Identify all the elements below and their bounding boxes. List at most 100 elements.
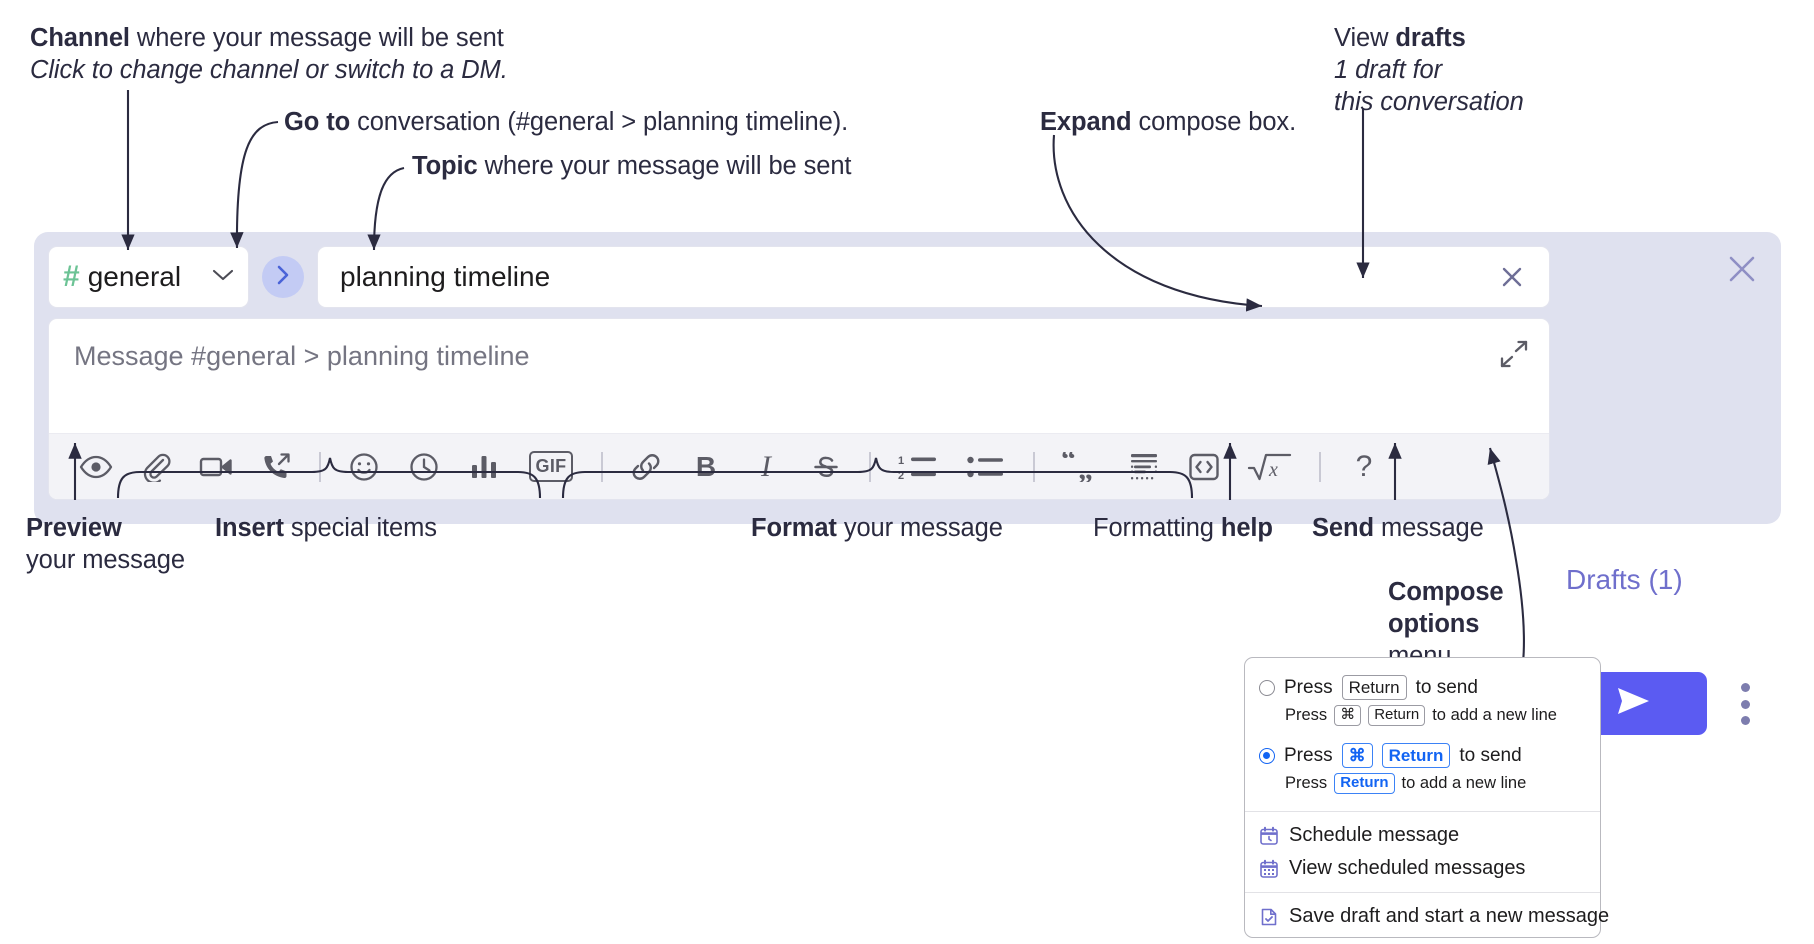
annotation-preview-rest: your message [26, 546, 185, 575]
send-option-cmd-return-sub: Press Return to add a new line [1245, 771, 1600, 796]
latex-icon[interactable]: x [1243, 446, 1297, 488]
more-options-icon[interactable] [1733, 680, 1757, 728]
separator-1 [319, 451, 321, 482]
bulleted-list-icon[interactable] [961, 446, 1011, 488]
calendar-clock-icon [1259, 826, 1279, 846]
strikethrough-icon[interactable] [805, 446, 847, 488]
kebab-dot-2 [1740, 699, 1750, 709]
annotation-drafts-italic2: this conversation [1334, 88, 1524, 117]
topic-input[interactable]: planning timeline [317, 246, 1550, 308]
blockquote-icon[interactable]: “ „ [1057, 446, 1105, 488]
svg-text:„: „ [1078, 453, 1093, 482]
chevron-down-icon [212, 268, 234, 287]
poll-icon[interactable] [463, 446, 505, 488]
opt1-key-cmd: ⌘ [1341, 743, 1373, 769]
radio-cmd-return[interactable] [1259, 747, 1275, 764]
annotation-channel-italic: Click to change channel or switch to a D… [30, 56, 508, 85]
close-icon[interactable] [1493, 258, 1531, 296]
annotation-help-plain: Formatting [1093, 514, 1221, 542]
video-icon[interactable] [195, 446, 237, 488]
opt1-sub-key-return: Return [1334, 773, 1395, 794]
menu-divider-2 [1245, 892, 1600, 893]
send-option-return-sub: Press ⌘ Return to add a new line [1245, 703, 1600, 728]
drafts-link[interactable]: Drafts (1) [1566, 564, 1683, 595]
italic-label: I [761, 449, 771, 483]
separator-5 [1319, 451, 1321, 482]
annotation-drafts-bold: drafts [1395, 24, 1466, 52]
separator-3 [869, 451, 871, 482]
send-option-cmd-return-row[interactable]: Press ⌘ Return to send [1245, 740, 1600, 771]
menu-item-save-draft-label: Save draft and start a new message [1289, 905, 1610, 927]
opt1-sub-post: to add a new line [1401, 774, 1527, 793]
formatting-help-icon[interactable]: ? [1343, 446, 1385, 488]
message-placeholder: Message #general > planning timeline [74, 341, 530, 371]
annotation-preview: Preview your message [26, 512, 185, 576]
menu-item-schedule-message[interactable]: Schedule message [1245, 819, 1600, 852]
annotation-goto-rest: conversation (#general > planning timeli… [350, 108, 849, 136]
svg-text:1: 1 [898, 455, 904, 467]
annotation-send-bold: Send [1312, 514, 1374, 542]
compose-options-menu: Press Return to send Press ⌘ Return to a… [1244, 657, 1609, 938]
svg-text:x: x [1268, 459, 1278, 481]
message-input-box[interactable]: Message #general > planning timeline [48, 318, 1550, 500]
separator-2 [601, 451, 603, 482]
compose-right-rail: Drafts (1) [1550, 232, 1781, 735]
annotation-format-rest: your message [836, 514, 1003, 542]
annotation-expand-rest: compose box. [1131, 108, 1297, 136]
italic-icon[interactable]: I [745, 446, 787, 488]
topic-value: planning timeline [340, 261, 551, 292]
gif-label: GIF [528, 451, 574, 482]
annotation-send: Send message [1312, 512, 1484, 544]
send-option-cmd-return[interactable]: Press ⌘ Return to send Press Return to a… [1245, 736, 1600, 804]
goto-conversation-button[interactable] [262, 256, 304, 298]
annotation-topic: Topic where your message will be sent [412, 150, 852, 182]
menu-item-save-draft[interactable]: Save draft and start a new message [1245, 900, 1609, 933]
expand-arrows-icon[interactable] [1499, 339, 1529, 369]
annotation-topic-rest: where your message will be sent [477, 152, 852, 180]
code-block-icon[interactable] [1123, 446, 1165, 488]
annotation-help-bold: help [1220, 514, 1273, 542]
attachment-icon[interactable] [135, 446, 177, 488]
link-icon[interactable] [625, 446, 667, 488]
opt1-sub-pre: Press [1285, 774, 1328, 793]
huddle-icon[interactable] [255, 446, 297, 488]
annotation-format: Format your message [751, 512, 1003, 544]
channel-selector[interactable]: # general [48, 246, 249, 308]
help-label: ? [1355, 449, 1373, 483]
svg-text:“: “ [1061, 452, 1076, 476]
send-option-return-row[interactable]: Press Return to send [1245, 672, 1600, 703]
send-paper-plane-icon [1611, 684, 1655, 723]
opt0-sub-key-return: Return [1368, 705, 1426, 726]
reminder-icon[interactable] [403, 446, 445, 488]
radio-return[interactable] [1259, 679, 1275, 696]
annotation-format-bold: Format [751, 514, 837, 542]
gif-icon[interactable]: GIF [523, 446, 579, 488]
opt0-key-return: Return [1341, 675, 1407, 701]
annotation-compose-bold2: options [1388, 610, 1480, 639]
formatting-toolbar: GIF B I [49, 433, 1549, 499]
emoji-icon[interactable] [343, 446, 385, 488]
code-icon[interactable] [1183, 446, 1225, 488]
kebab-dot-3 [1740, 716, 1750, 725]
ordered-list-icon[interactable]: 1 2 [893, 446, 943, 488]
annotation-drafts-plain: View [1334, 24, 1396, 52]
annotation-insert-rest: special items [283, 514, 437, 542]
annotation-expand-bold: Expand [1040, 108, 1132, 136]
save-draft-icon [1259, 907, 1279, 927]
compose-panel: # general planning timeline [34, 232, 1781, 735]
bold-icon[interactable]: B [685, 446, 727, 488]
calendar-grid-icon [1259, 859, 1279, 879]
annotation-insert: Insert special items [215, 512, 437, 544]
compose-header-row: # general planning timeline [48, 246, 1550, 308]
chevron-right-icon [276, 265, 290, 290]
menu-item-view-scheduled-label: View scheduled messages [1289, 857, 1526, 879]
opt0-post: to send [1415, 676, 1478, 698]
menu-item-view-scheduled[interactable]: View scheduled messages [1245, 852, 1600, 885]
svg-text:2: 2 [898, 470, 904, 481]
send-option-return[interactable]: Press Return to send Press ⌘ Return to a… [1245, 668, 1600, 736]
annotation-goto-bold: Go to [284, 108, 351, 136]
opt0-pre: Press [1284, 676, 1333, 698]
preview-icon[interactable] [75, 446, 117, 488]
close-icon[interactable] [1725, 252, 1759, 286]
